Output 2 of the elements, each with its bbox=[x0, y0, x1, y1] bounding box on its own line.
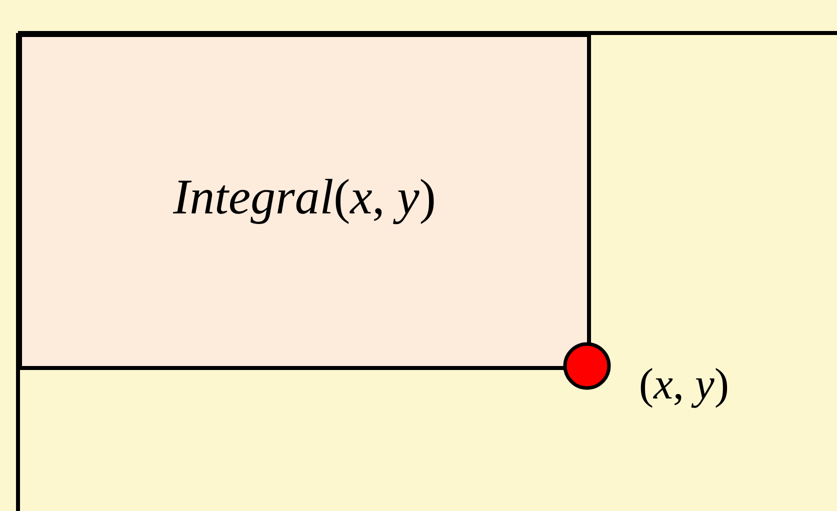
region-box: Integral(x, y) bbox=[18, 33, 591, 370]
point-label: (x, y) bbox=[640, 368, 728, 408]
